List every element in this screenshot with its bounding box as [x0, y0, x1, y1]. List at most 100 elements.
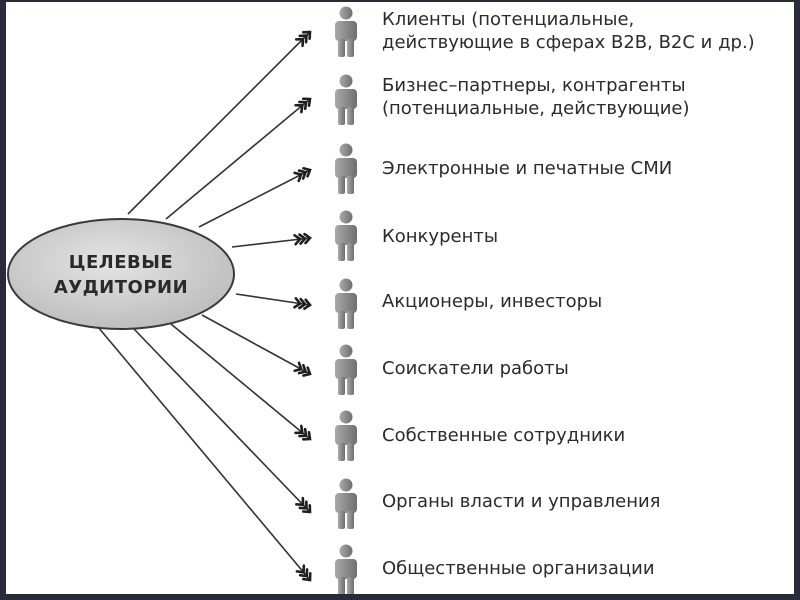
audience-competitors: Конкуренты [382, 225, 498, 248]
person-torso [335, 293, 357, 313]
audience-media: Электронные и печатные СМИ [382, 157, 672, 180]
arrowhead-chevron [294, 103, 304, 114]
person-leg-right [347, 107, 354, 125]
person-icon-1 [335, 6, 357, 57]
person-torso [335, 493, 357, 513]
arrowhead-chevron [302, 166, 312, 178]
person-icon-3 [335, 143, 357, 194]
arrowhead-chevron [298, 34, 308, 44]
hub-label-line-1: ЦЕЛЕВЫЕ [68, 252, 174, 273]
arrowhead-chevron [301, 503, 312, 514]
audience-clients-line-2: действующие в сферах В2В, В2С и др.) [382, 32, 755, 53]
person-leg-left [338, 577, 345, 594]
connector-line-9 [97, 326, 311, 581]
arrowhead-chevron [294, 37, 305, 48]
arrowhead-chevron [295, 496, 305, 507]
arrowhead-chevron [301, 97, 312, 107]
person-leg-left [338, 443, 345, 461]
person-leg-right [347, 39, 354, 57]
connector-line-3 [198, 169, 311, 228]
person-torso [335, 425, 357, 445]
hub-label: ЦЕЛЕВЫЕ АУДИТОРИИ [10, 250, 232, 300]
person-icon-5 [335, 278, 357, 329]
arrowhead-chevron [298, 427, 308, 438]
person-leg-right [347, 443, 354, 461]
person-icon-6 [335, 344, 357, 395]
arrowhead-chevron [303, 232, 312, 245]
arrowhead-chevron [297, 169, 308, 180]
person-icon-4 [335, 210, 357, 261]
arrowhead-icon-3 [293, 166, 312, 183]
arrowhead-chevron [297, 363, 308, 375]
arrowhead-chevron [298, 100, 308, 111]
person-icon-7 [335, 410, 357, 461]
person-head [339, 544, 353, 558]
audience-competitors-line-1: Конкуренты [382, 226, 499, 247]
audience-clients-line-1: Клиенты (потенциальные, [382, 9, 635, 30]
hub-ellipse [7, 218, 235, 330]
audience-shareholders: Акционеры, инвесторы [382, 290, 602, 313]
person-head [339, 210, 353, 224]
arrowhead-chevron [303, 298, 312, 311]
person-leg-left [338, 243, 345, 261]
person-leg-right [347, 243, 354, 261]
person-leg-right [347, 311, 354, 329]
person-leg-right [347, 176, 354, 194]
connector-line-8 [133, 328, 311, 513]
arrowhead-chevron [302, 366, 312, 377]
arrowhead-icon-1 [294, 30, 312, 48]
arrowhead-chevron [293, 171, 303, 183]
person-torso [335, 21, 357, 41]
hub-label-line-2: АУДИТОРИИ [53, 277, 189, 298]
audience-media-line-1: Электронные и печатные СМИ [382, 158, 673, 179]
person-leg-left [338, 176, 345, 194]
connector-lines [97, 30, 312, 582]
person-leg-left [338, 107, 345, 125]
connector-line-2 [165, 98, 311, 220]
person-leg-left [338, 311, 345, 329]
arrowhead-chevron [298, 297, 307, 310]
person-head [339, 74, 353, 88]
connector-line-1 [127, 31, 311, 215]
connector-line-7 [170, 323, 311, 440]
arrowhead-chevron [293, 361, 303, 373]
person-leg-right [347, 511, 354, 529]
person-head [339, 478, 353, 492]
person-figures [335, 6, 357, 594]
arrowhead-chevron [298, 500, 308, 510]
arrowhead-chevron [294, 424, 304, 435]
person-torso [335, 89, 357, 109]
arrowhead-icon-5 [293, 297, 312, 311]
person-head [339, 344, 353, 358]
arrowhead-icon-6 [293, 361, 312, 377]
person-leg-right [347, 577, 354, 594]
audience-job-seekers: Соискатели работы [382, 357, 569, 380]
person-torso [335, 158, 357, 178]
person-leg-left [338, 511, 345, 529]
arrowhead-icon-7 [294, 424, 312, 441]
audience-employees-line-1: Собственные сотрудники [382, 425, 626, 446]
audience-employees: Собственные сотрудники [382, 424, 625, 447]
arrowhead-chevron [293, 233, 302, 246]
person-head [339, 278, 353, 292]
arrowhead-chevron [298, 568, 309, 578]
audience-job-seekers-line-1: Соискатели работы [382, 358, 569, 379]
arrowhead-chevron [293, 297, 303, 309]
person-icon-8 [335, 478, 357, 529]
audience-public-orgs: Общественные организации [382, 557, 655, 580]
connector-line-5 [235, 293, 311, 306]
audience-partners: Бизнес–партнеры, контрагенты (потенциаль… [382, 74, 690, 120]
arrowhead-chevron [301, 431, 312, 441]
arrowhead-icon-8 [295, 496, 312, 514]
connector-line-4 [231, 237, 311, 248]
arrowhead-chevron [301, 30, 312, 41]
person-icon-2 [335, 74, 357, 125]
audience-public-orgs-line-1: Общественные организации [382, 558, 655, 579]
audience-diagram [7, 6, 357, 594]
connector-line-6 [201, 314, 311, 375]
person-leg-right [347, 377, 354, 395]
person-leg-left [338, 377, 345, 395]
person-torso [335, 225, 357, 245]
arrowhead-chevron [295, 564, 306, 574]
audience-clients: Клиенты (потенциальные, действующие в сф… [382, 8, 755, 54]
